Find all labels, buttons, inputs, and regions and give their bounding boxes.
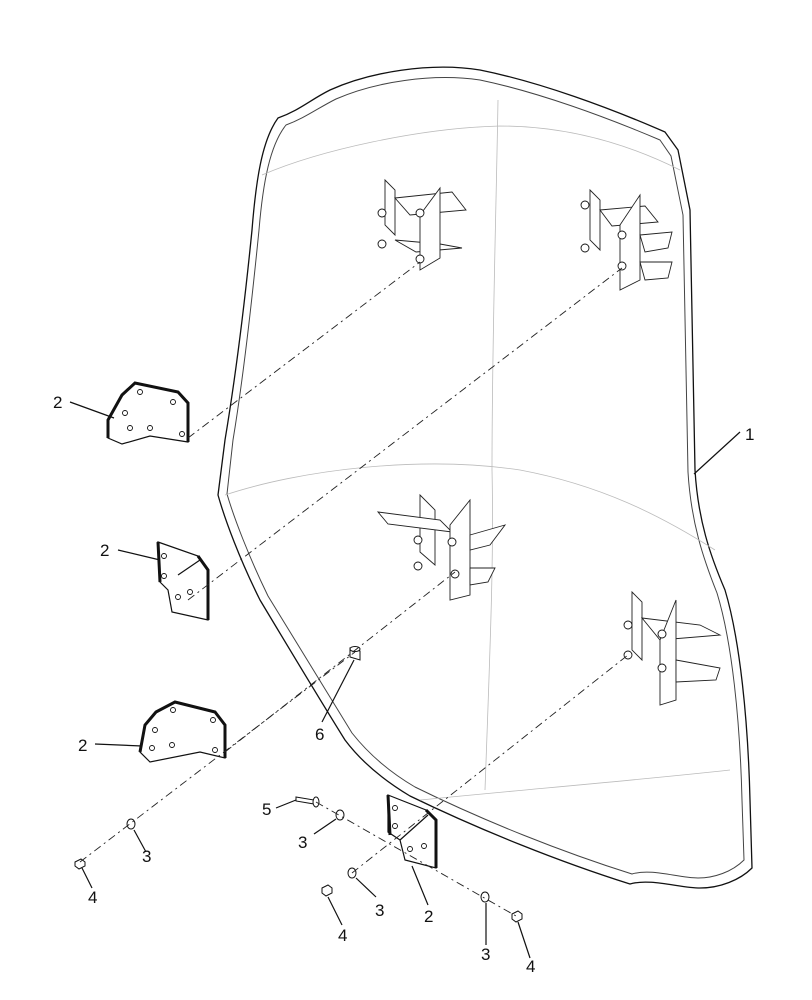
leader-lines — [69, 401, 741, 959]
assembly-lines — [79, 261, 629, 917]
plate-part-2-a — [106, 381, 190, 445]
panel-bracket-upper-right — [580, 188, 673, 291]
washer-part-3-d — [480, 891, 490, 903]
nut-part-4-a — [74, 858, 86, 870]
panel-bracket-upper-left — [377, 178, 467, 271]
callout-3-a: 3 — [142, 847, 151, 866]
bolt-part-5 — [295, 796, 320, 808]
washer-part-3-b — [335, 809, 345, 821]
callout-4-b: 4 — [338, 926, 347, 945]
pin-part-6 — [349, 646, 361, 661]
callout-2-d: 2 — [424, 907, 433, 926]
panel-bracket-lower-right — [623, 590, 722, 706]
plate-part-2-c — [138, 700, 227, 763]
panel-bracket-lower-center — [376, 493, 507, 601]
callout-4-a: 4 — [88, 888, 97, 907]
nut-part-4-c — [511, 910, 523, 923]
callout-1: 1 — [745, 425, 754, 444]
callout-3-d: 3 — [481, 945, 490, 964]
callout-5: 5 — [262, 800, 271, 819]
callout-2-a: 2 — [53, 393, 62, 412]
panel-part-1 — [217, 66, 753, 889]
callout-2-b: 2 — [100, 541, 109, 560]
nut-part-4-b — [321, 884, 333, 897]
plate-part-2-b — [156, 541, 210, 621]
plate-part-2-d — [386, 794, 438, 869]
callouts: 1 2 2 2 2 3 3 3 3 4 4 4 5 6 — [53, 393, 754, 976]
callout-3-c: 3 — [375, 901, 384, 920]
callout-2-c: 2 — [78, 736, 87, 755]
callout-6: 6 — [315, 725, 324, 744]
callout-3-b: 3 — [298, 833, 307, 852]
callout-4-c: 4 — [526, 957, 535, 976]
